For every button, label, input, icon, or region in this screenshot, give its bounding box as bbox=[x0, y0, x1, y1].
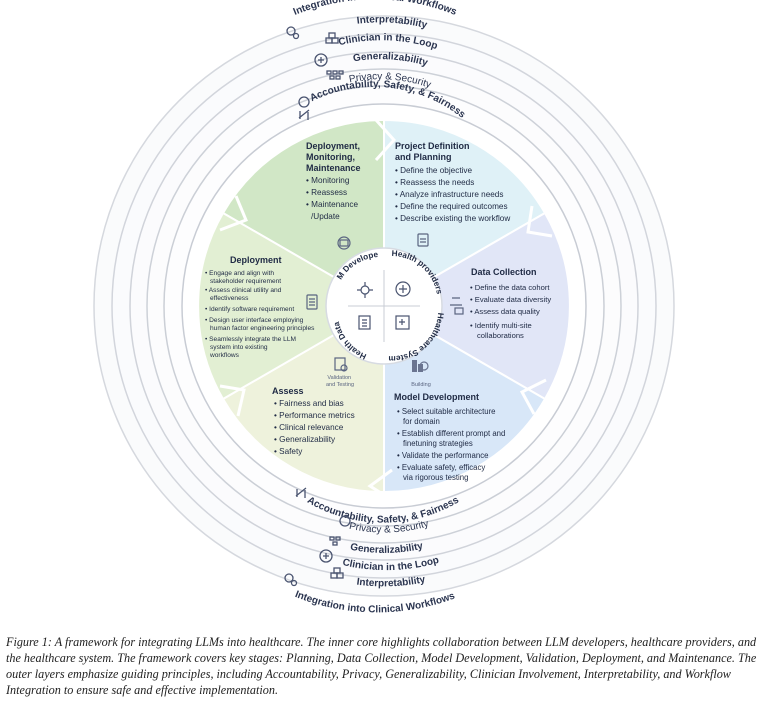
stage-project-definition: Project Definition and Planning • Define… bbox=[395, 141, 510, 247]
stage-items: • Define the data cohort • Evaluate data… bbox=[470, 283, 553, 340]
stage-model-development: Building Model Development • Select suit… bbox=[394, 360, 508, 482]
scales-icon bbox=[295, 487, 307, 498]
stage-items: • Engage and align with stakeholder requ… bbox=[205, 270, 316, 359]
caption-text: Figure 1: A framework for integrating LL… bbox=[6, 635, 757, 697]
framework-diagram: Integration into Clinical Workflows Inte… bbox=[0, 0, 675, 615]
blocks-icon bbox=[325, 32, 339, 44]
network-icon bbox=[329, 536, 341, 546]
stage-title: Deployment, Monitoring, Maintenance bbox=[306, 141, 363, 173]
monitor-gear-icon bbox=[337, 236, 351, 250]
sector-model-development bbox=[383, 304, 547, 494]
icon-caption: Validation and Testing bbox=[326, 375, 354, 388]
building-icon bbox=[412, 360, 429, 372]
stage-items: • Monitoring • Reassess • Maintenance /U… bbox=[306, 176, 360, 221]
sector-deployment bbox=[197, 211, 386, 401]
blocks-icon bbox=[330, 567, 344, 579]
gears-icon bbox=[284, 573, 298, 587]
stage-title: Model Development bbox=[394, 392, 479, 402]
sector-project-definition bbox=[383, 118, 547, 308]
validation-icon bbox=[334, 357, 348, 372]
checklist-icon bbox=[306, 294, 318, 310]
flow-arrows bbox=[219, 118, 553, 502]
stage-title: Assess bbox=[272, 386, 304, 396]
stage-title: Project Definition and Planning bbox=[395, 141, 472, 162]
core-divider bbox=[348, 270, 420, 342]
gears-icon bbox=[286, 26, 300, 40]
stage-items: • Select suitable architecture for domai… bbox=[397, 407, 508, 482]
stage-deployment-monitoring: Deployment, Monitoring, Maintenance • Mo… bbox=[306, 141, 363, 250]
medical-record-icon bbox=[358, 315, 371, 330]
scales-icon bbox=[298, 109, 310, 120]
stage-title: Data Collection bbox=[471, 267, 537, 277]
sector-data-collection bbox=[382, 211, 571, 401]
arrow-lower-left bbox=[219, 384, 246, 417]
sector-deployment-monitoring bbox=[221, 118, 385, 308]
shield-lock-icon bbox=[298, 96, 310, 108]
shield-lock-icon bbox=[339, 515, 351, 527]
arrow-lower-right bbox=[519, 378, 547, 415]
stage-items: • Define the objective • Reassess the ne… bbox=[395, 166, 510, 223]
clipboard-icon bbox=[417, 233, 429, 247]
stage-assess: Validation and Testing Assess • Fairness… bbox=[272, 357, 357, 456]
hospital-icon bbox=[395, 315, 410, 330]
outer-icons-bottom bbox=[284, 487, 351, 587]
stage-title: Deployment bbox=[230, 255, 282, 265]
cycle-icon bbox=[319, 549, 333, 563]
doctor-icon bbox=[395, 281, 411, 297]
stage-data-collection: Data Collection • Define the data cohort… bbox=[450, 267, 553, 340]
stage-sectors bbox=[197, 118, 571, 494]
arrow-upper-right bbox=[526, 205, 553, 238]
data-lock-icon bbox=[450, 297, 464, 315]
network-icon bbox=[326, 70, 344, 80]
arrow-bottom bbox=[367, 468, 393, 502]
bottom-label-generalizability: Generalizability bbox=[349, 541, 424, 556]
stage-items: • Fairness and bias • Performance metric… bbox=[274, 399, 357, 456]
arrow-upper-left bbox=[219, 195, 248, 232]
neural-network-icon bbox=[357, 282, 373, 298]
icon-caption: Building bbox=[411, 382, 431, 388]
arrow-top bbox=[374, 118, 397, 162]
outer-icons-top bbox=[286, 26, 344, 120]
cycle-icon bbox=[314, 53, 328, 67]
stage-deployment: Deployment • Engage and align with stake… bbox=[205, 255, 318, 359]
figure-caption: Figure 1: A framework for integrating LL… bbox=[6, 634, 762, 698]
sector-assess bbox=[221, 304, 385, 494]
